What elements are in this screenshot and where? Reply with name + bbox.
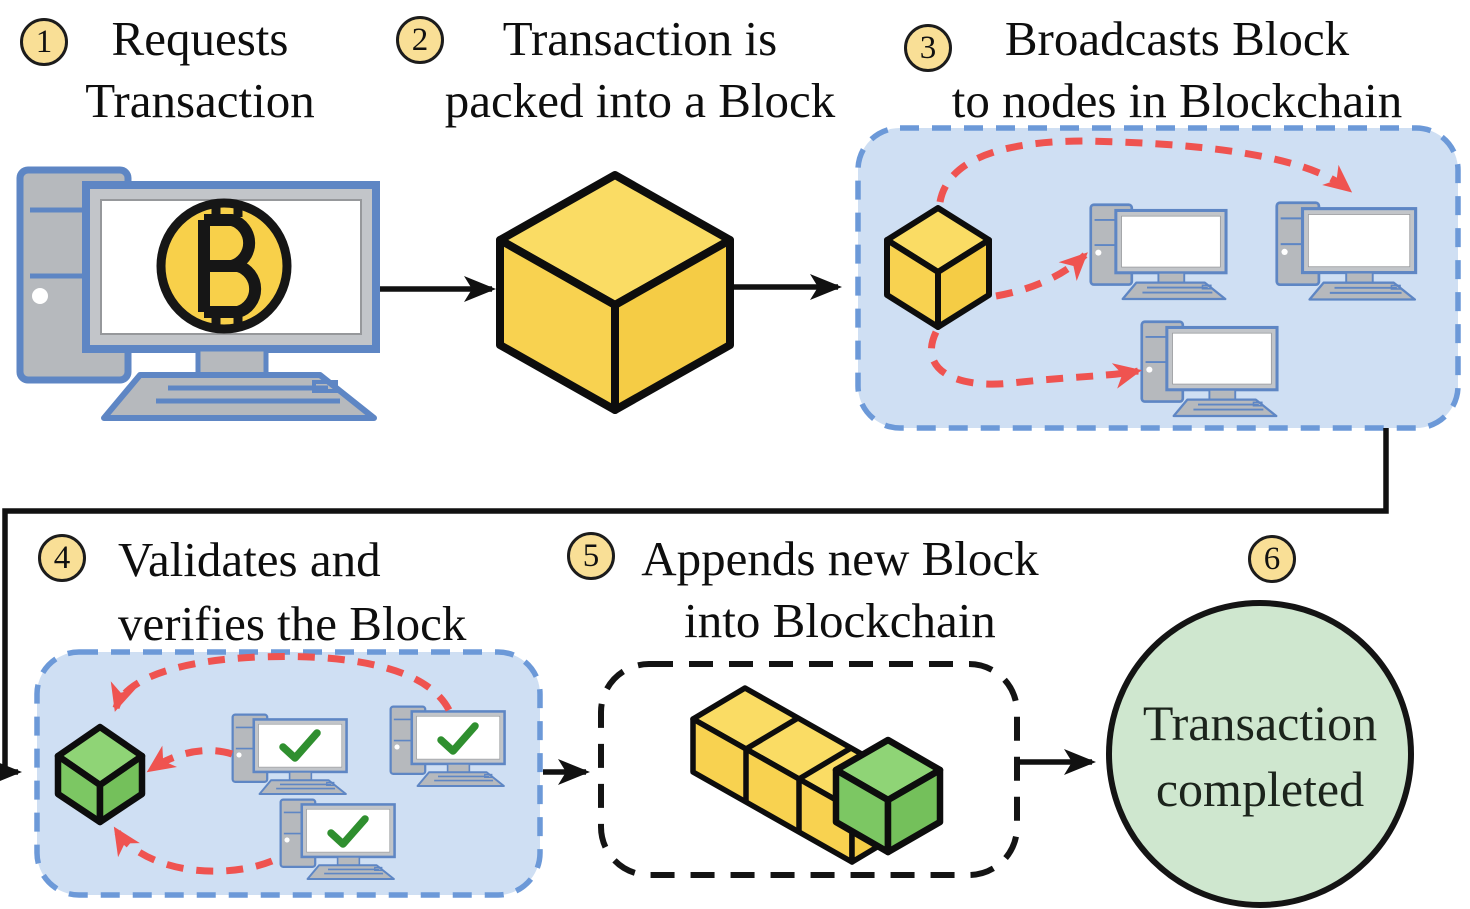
broadcast-arrows: [927, 137, 1353, 389]
step-label-line: Validates and: [118, 532, 381, 587]
arrow-step3-to-4: [0, 428, 1389, 785]
validation-arrow: [113, 826, 274, 875]
step2-label: Transaction is packed into a Block: [415, 8, 865, 132]
step4-badge: 4: [38, 534, 86, 582]
end-label-line: Transaction: [1142, 695, 1378, 751]
step3-label: Broadcasts Block to nodes in Blockchain: [902, 8, 1452, 132]
broadcast-arrow: [927, 330, 1142, 389]
step5-badge: 5: [567, 532, 615, 580]
node-computer-icon: [1140, 320, 1279, 418]
validated-block-cube: [54, 723, 146, 826]
step3-badge: 3: [904, 24, 952, 72]
step4-label: Validates and verifies the Block: [118, 528, 538, 656]
checkmark-icon: [437, 722, 479, 755]
step-label-line: Requests: [111, 11, 289, 66]
step-label-line: Appends new Block: [641, 531, 1039, 586]
transaction-completed-label: Transaction completed: [1109, 690, 1411, 822]
step-label-line: Transaction: [85, 73, 315, 128]
step2-badge: 2: [396, 16, 444, 64]
bitcoin-icon: [156, 198, 292, 334]
broadcast-arrow: [936, 137, 1353, 203]
step-label-line: packed into a Block: [444, 73, 836, 128]
step1-badge: 1: [20, 18, 68, 66]
end-label-line: completed: [1155, 761, 1365, 817]
step5-label: Appends new Block into Blockchain: [610, 528, 1070, 652]
step-label-line: Broadcasts Block: [1004, 11, 1350, 66]
broadcast-nodes-group: [884, 137, 1418, 418]
blockchain-cubes: [690, 685, 944, 865]
validation-arrow: [146, 745, 234, 773]
checkmark-icon: [327, 815, 369, 848]
step-label-line: into Blockchain: [684, 593, 996, 648]
flow-arrows: [0, 274, 1389, 785]
step-label-line: verifies the Block: [118, 596, 467, 651]
validation-nodes-group: [54, 653, 506, 881]
transaction-block-cube: [496, 171, 734, 414]
transaction-completed-node: [1106, 600, 1414, 908]
broadcast-block-cube: [884, 205, 992, 330]
node-computer-icon: [1089, 203, 1228, 301]
step-label-line: Transaction is: [502, 11, 778, 66]
requesting-computer-icon: [20, 170, 376, 418]
step-label-line: to nodes in Blockchain: [951, 73, 1403, 128]
appended-block-cube: [832, 736, 944, 856]
step1-label: Requests Transaction: [70, 8, 330, 132]
checkmarks: [279, 722, 479, 848]
node-computer-icon: [1275, 201, 1418, 302]
broadcast-arrow: [995, 252, 1088, 300]
validation-arrows: [110, 653, 453, 875]
step6-badge: 6: [1248, 535, 1296, 583]
checkmark-icon: [279, 729, 321, 762]
